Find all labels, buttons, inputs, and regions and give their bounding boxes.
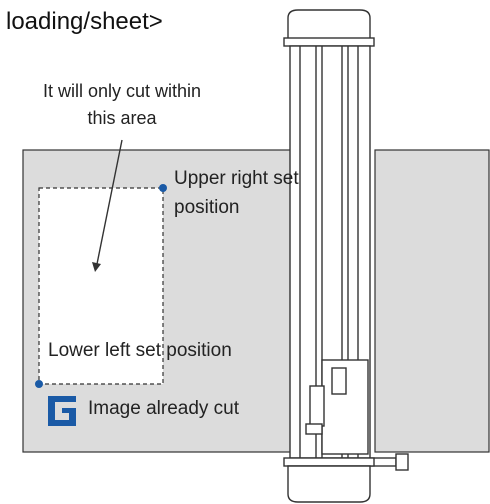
page-title: loading/sheet>: [6, 8, 163, 35]
lower-left-label: Lower left set position: [48, 340, 232, 361]
upper-right-label: Upper right set position: [174, 168, 299, 218]
lower-left-marker-icon: [35, 380, 43, 388]
arrow-head: [92, 262, 101, 272]
arrow-icon: [96, 139, 123, 265]
image-cut-label: Image already cut: [88, 398, 240, 419]
cut-area: [38, 187, 164, 385]
sheet-right: [374, 149, 490, 453]
upper-right-marker-icon: [159, 184, 167, 192]
cutting-plotter: [283, 9, 409, 503]
cut-area-note: It will only cut within this area: [42, 81, 202, 128]
g-logo-icon: [48, 396, 76, 426]
